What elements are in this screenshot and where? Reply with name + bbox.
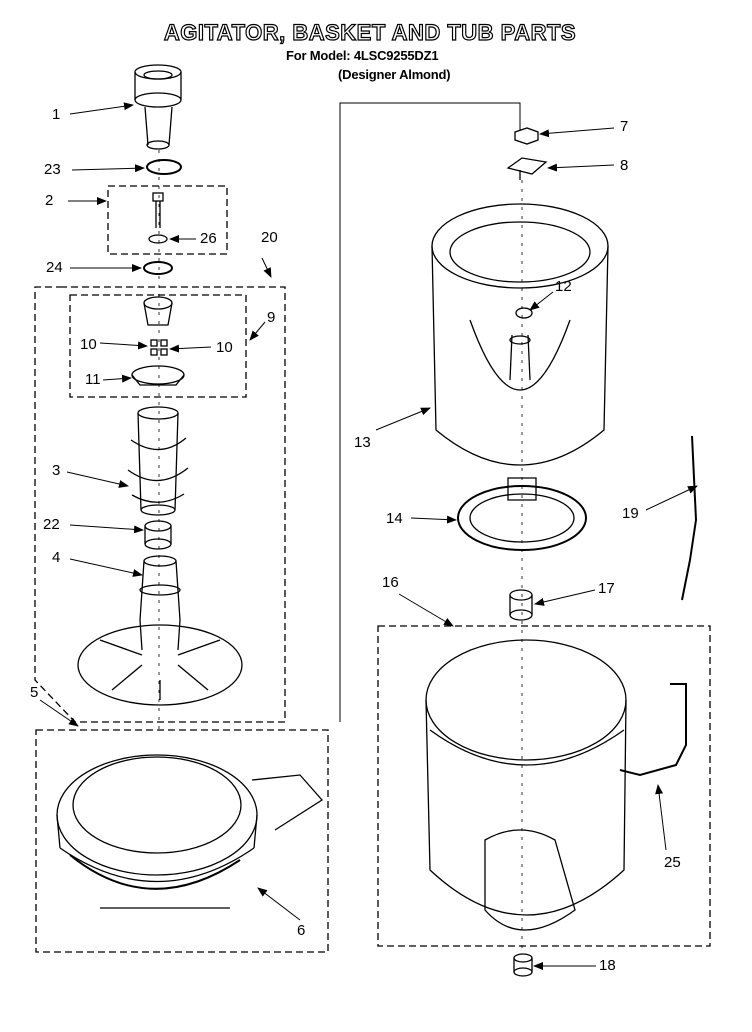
tub-ring-part [56,754,323,909]
callout-22: 22 [43,516,60,533]
dog-clutch-part [144,520,172,550]
agitator-auger-part [127,406,189,516]
callout-10-right: 10 [216,339,233,356]
group-box-5 [35,729,329,953]
bearing-part [509,589,533,621]
callout-1: 1 [52,106,61,123]
callout-8: 8 [620,157,629,174]
agitator-cap-part [134,64,182,150]
nut-part [514,127,539,145]
clamp-part [506,157,548,180]
callout-10-left: 10 [80,336,97,353]
group-box-2 [107,185,228,255]
callout-6: 6 [297,922,306,939]
callout-5: 5 [30,684,39,701]
callout-14: 14 [386,510,403,527]
agitator-base-part [77,555,243,706]
callout-12: 12 [555,278,572,295]
basket-nut-part [515,307,533,319]
clip-ring-part [146,159,182,175]
callout-13: 13 [354,434,371,451]
seal-part [143,261,173,275]
bolt-part [152,192,164,228]
callout-3: 3 [52,462,61,479]
drain-hose-part [619,683,687,777]
washer-part [148,234,168,244]
pressure-tube-part [681,435,698,601]
callout-4: 4 [52,549,61,566]
callout-9: 9 [267,309,276,326]
callout-24: 24 [46,259,63,276]
agitator-shaft-leader [339,102,521,722]
drive-block-part [513,953,533,977]
callout-7: 7 [620,118,629,135]
callout-16: 16 [382,574,399,591]
model-number: For Model: 4LSC9255DZ1 [286,48,439,63]
callout-20: 20 [261,229,278,246]
callout-19: 19 [622,505,639,522]
page-title: AGITATOR, BASKET AND TUB PARTS [163,19,577,45]
group-box-16 [377,625,711,947]
model-color: (Designer Almond) [338,67,451,82]
callout-2: 2 [45,192,54,209]
callout-17: 17 [598,580,615,597]
cam-assembly-part [131,296,185,386]
basket-part [431,203,609,466]
callout-18: 18 [599,957,616,974]
callout-11: 11 [85,371,101,388]
callout-23: 23 [44,161,61,178]
outer-tub-part [425,639,627,931]
callout-25: 25 [664,854,681,871]
group-box-9 [69,294,247,398]
callout-26: 26 [200,230,217,247]
